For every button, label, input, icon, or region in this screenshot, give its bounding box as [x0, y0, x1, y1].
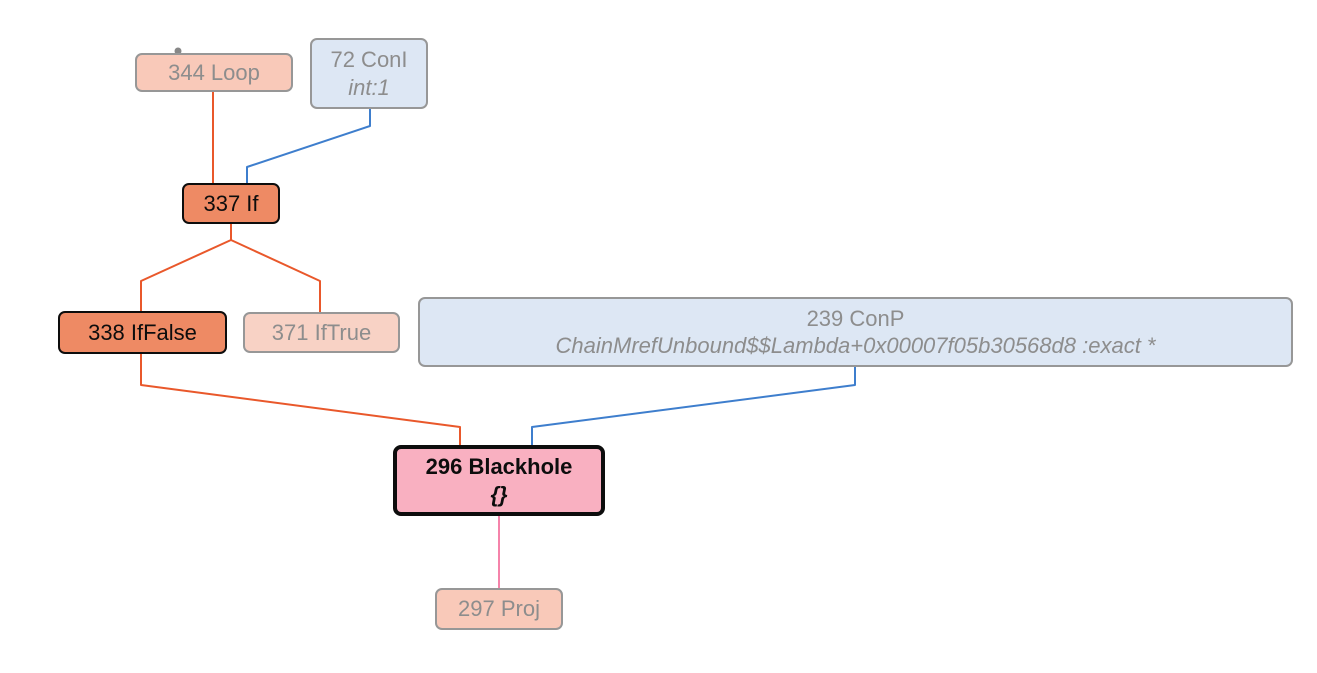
- node-337-if[interactable]: 337 If: [182, 183, 280, 224]
- node-label: 371 IfTrue: [271, 319, 372, 345]
- edge-coni-to-if[interactable]: [246, 109, 371, 184]
- node-label: 344 Loop: [168, 59, 260, 85]
- node-371-iftrue[interactable]: 371 IfTrue: [243, 312, 400, 353]
- node-sublabel: int:1: [348, 74, 390, 100]
- node-label: 239 ConP: [806, 305, 905, 331]
- node-sublabel: ChainMrefUnbound$$Lambda+0x00007f05b3056…: [555, 333, 1156, 358]
- edge-iffalse-to-blackhole[interactable]: [140, 354, 461, 446]
- node-label: 337 If: [203, 190, 259, 216]
- edge-if-to-iffalse[interactable]: [140, 224, 232, 312]
- node-label: 338 IfFalse: [88, 319, 197, 345]
- node-sublabel: {}: [490, 481, 508, 507]
- node-label: 72 ConI: [330, 47, 408, 72]
- node-297-proj[interactable]: 297 Proj: [435, 588, 563, 630]
- node-344-loop[interactable]: 344 Loop: [135, 53, 293, 92]
- node-296-blackhole[interactable]: 296 Blackhole{}: [393, 445, 605, 516]
- loop-input-dot: [174, 47, 182, 55]
- edge-if-to-iftrue[interactable]: [230, 224, 321, 313]
- node-label: 296 Blackhole: [425, 454, 573, 479]
- node-338-iffalse[interactable]: 338 IfFalse: [58, 311, 227, 354]
- edge-conp-to-blackhole[interactable]: [531, 367, 856, 446]
- node-label: 297 Proj: [458, 596, 540, 622]
